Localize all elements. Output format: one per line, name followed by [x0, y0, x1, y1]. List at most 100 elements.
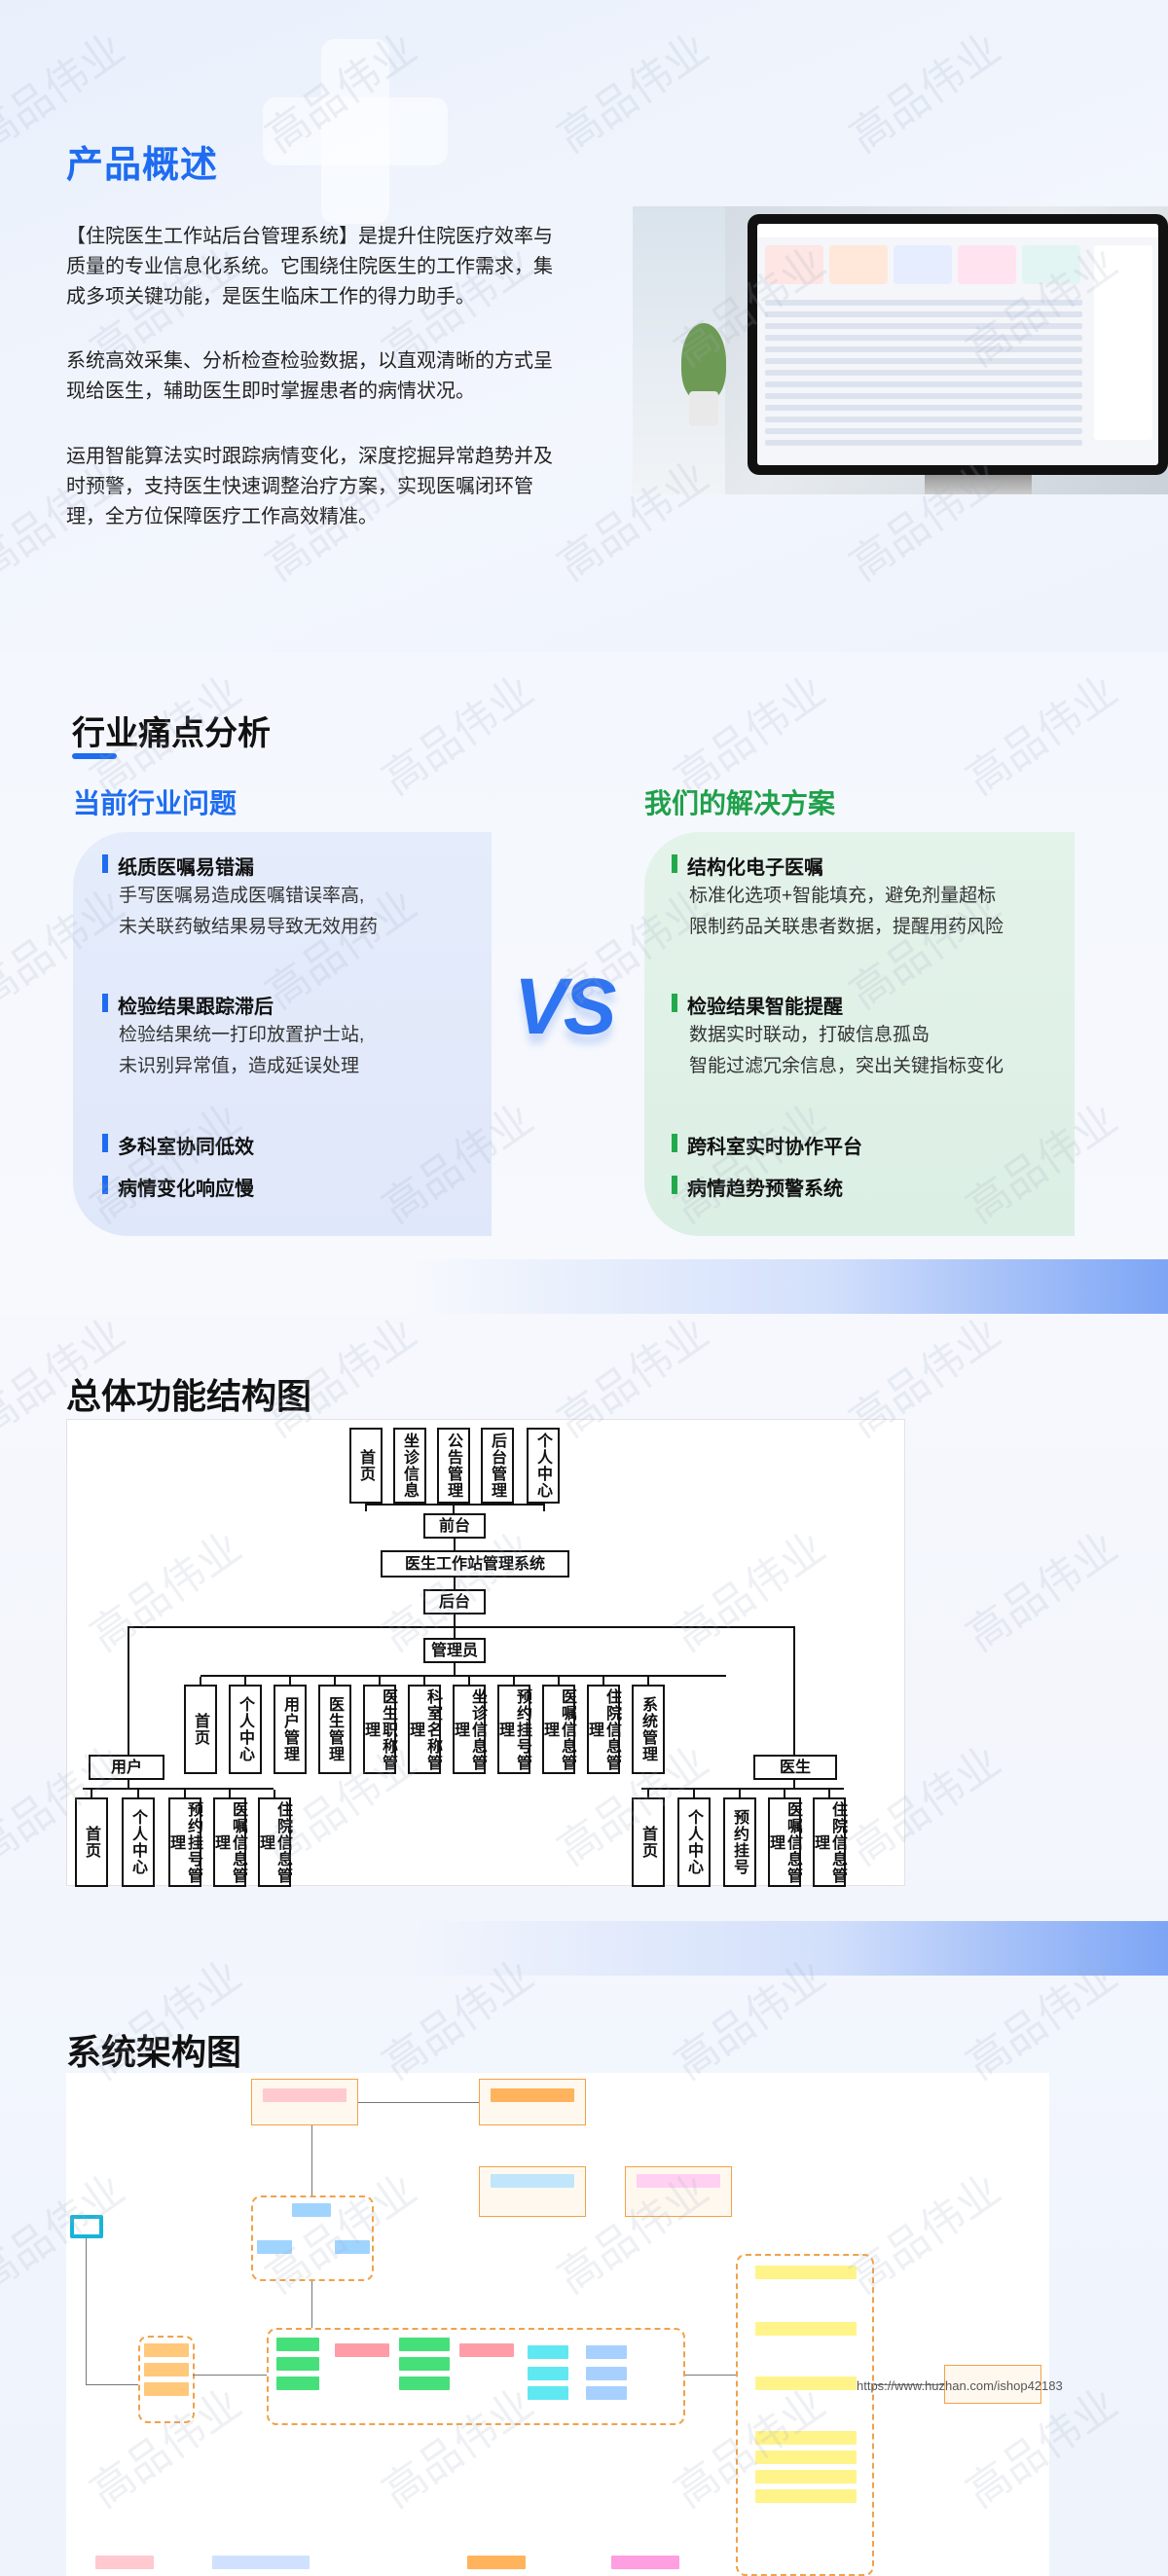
- problem-desc: 手写医嘱易造成医嘱错误率高, 未关联药敏结果易导致无效用药: [119, 886, 379, 937]
- node-user-item: 预约挂号管理: [167, 1797, 203, 1887]
- title-underline: [72, 753, 117, 759]
- arch-pill: [491, 2174, 574, 2188]
- overview-paragraph-1: 【住院医生工作站后台管理系统】是提升住院医疗效率与质量的专业信息化系统。它围绕住…: [66, 226, 553, 308]
- arch-pill: [755, 2489, 857, 2503]
- node-top-item: 公告管理: [437, 1428, 470, 1504]
- arch-pill: [459, 2343, 514, 2357]
- overview-paragraph-2: 系统高效采集、分析检查检验数据，以直观清晰的方式呈现给医生，辅助医生即时掌握患者…: [66, 350, 553, 402]
- node-admin-item: 医生管理: [318, 1685, 351, 1774]
- solution-desc: 数据实时联动，打破信息孤岛 智能过滤冗余信息，突出关键指标变化: [689, 1025, 1004, 1076]
- node-user: 用户: [89, 1755, 164, 1780]
- solution-title: 跨科室实时协作平台: [672, 1131, 862, 1159]
- node-admin-item: 首页: [184, 1685, 217, 1774]
- arch-pill: [144, 2363, 189, 2376]
- arch-pill: [335, 2240, 370, 2254]
- problem-title: 病情变化响应慢: [102, 1173, 254, 1201]
- arch-pill: [467, 2556, 526, 2569]
- arch-pill: [755, 2266, 857, 2279]
- decor-band: [409, 1921, 1168, 1976]
- node-doctor-item: 首页: [632, 1797, 665, 1887]
- solution-desc: 标准化选项+智能填充，避免剂量超标 限制药品关联患者数据，提醒用药风险: [689, 886, 1004, 937]
- arch-pill: [292, 2203, 331, 2217]
- structure-title: 总体功能结构图: [66, 1376, 312, 1416]
- arch-pill: [491, 2088, 574, 2102]
- arch-group: [736, 2254, 874, 2576]
- decor-cross: [263, 97, 448, 165]
- arch-node: [479, 2079, 586, 2125]
- arch-pill: [276, 2376, 319, 2390]
- url-overlay: https://www.huzhan.com/ishop42183: [857, 2378, 1063, 2393]
- node-top-item: 后台管理: [481, 1428, 514, 1504]
- node-admin-item: 科室名称管理: [407, 1685, 443, 1774]
- arch-pill: [755, 2322, 857, 2336]
- solutions-panel: 结构化电子医嘱 标准化选项+智能填充，避免剂量超标 限制药品关联患者数据，提醒用…: [644, 832, 1075, 1236]
- arch-pill: [528, 2367, 568, 2380]
- solution-title: 检验结果智能提醒: [672, 991, 843, 1019]
- node-admin-item: 用户管理: [274, 1685, 307, 1774]
- arch-pill: [257, 2240, 292, 2254]
- arch-group: [251, 2195, 374, 2281]
- arch-pill: [263, 2088, 347, 2102]
- node-doctor-item: 住院信息管理: [812, 1797, 848, 1887]
- node-doctor-item: 个人中心: [677, 1797, 711, 1887]
- arch-pill: [637, 2174, 720, 2188]
- problems-panel: 纸质医嘱易错漏 手写医嘱易造成医嘱错误率高, 未关联药敏结果易导致无效用药 检验…: [73, 832, 492, 1236]
- arch-pill: [528, 2386, 568, 2400]
- arch-pill: [276, 2338, 319, 2351]
- overview-section: 产品概述 【住院医生工作站后台管理系统】是提升住院医疗效率与质量的专业信息化系统…: [0, 0, 1168, 652]
- arch-group: [267, 2328, 685, 2425]
- arch-pill: [399, 2376, 450, 2390]
- function-structure-diagram: 首页 坐诊信息 公告管理 后台管理 个人中心 前台 医生工作站管理系统 后台 管…: [66, 1419, 905, 1887]
- arch-pill: [755, 2450, 857, 2464]
- overview-title: 产品概述: [66, 145, 219, 186]
- node-doctor: 医生: [753, 1755, 837, 1780]
- arch-pill: [399, 2338, 450, 2351]
- arch-pill: [528, 2345, 568, 2359]
- arch-pill: [399, 2357, 450, 2371]
- function-structure-section: 总体功能结构图 首页 坐诊信息 公告管理 后台管理 个人中心 前台 医生工作站管…: [0, 1314, 1168, 1976]
- arch-pill: [755, 2431, 857, 2445]
- monitor-icon: [70, 2215, 103, 2238]
- node-doctor-item: 医嘱信息管理: [767, 1797, 803, 1887]
- system-architecture-section: 系统架构图: [0, 1976, 1168, 2576]
- node-user-item: 个人中心: [122, 1797, 155, 1887]
- problem-desc: 检验结果统一打印放置护士站, 未识别异常值，造成延误处理: [119, 1025, 365, 1076]
- overview-paragraph-3: 运用智能算法实时跟踪病情变化，深度挖掘异常趋势并及时预警，支持医生快速调整治疗方…: [66, 446, 553, 527]
- node-top-item: 坐诊信息: [393, 1428, 426, 1504]
- node-admin-item: 预约挂号管理: [496, 1685, 532, 1774]
- arch-group: [138, 2336, 195, 2423]
- arch-pill: [95, 2556, 154, 2569]
- monitor-photo: [633, 206, 1168, 494]
- dashboard-preview: [757, 224, 1158, 465]
- pain-title: 行业痛点分析: [72, 715, 271, 752]
- node-system: 医生工作站管理系统: [381, 1550, 569, 1578]
- node-top-item: 个人中心: [527, 1428, 560, 1504]
- arch-pill: [276, 2357, 319, 2371]
- problem-title: 纸质医嘱易错漏: [102, 852, 254, 880]
- solution-title: 结构化电子医嘱: [672, 852, 823, 880]
- architecture-diagram: https://www.huzhan.com/ishop42183: [66, 2073, 1063, 2576]
- problem-title: 多科室协同低效: [102, 1131, 254, 1159]
- node-front: 前台: [423, 1513, 486, 1539]
- node-user-item: 住院信息管理: [257, 1797, 293, 1887]
- arch-pill: [586, 2345, 627, 2359]
- node-admin-item: 坐诊信息管理: [452, 1685, 488, 1774]
- node-doctor-item: 预约挂号: [723, 1797, 756, 1887]
- node-admin-item: 住院信息管理: [586, 1685, 622, 1774]
- node-admin-item: 个人中心: [229, 1685, 262, 1774]
- problem-title: 检验结果跟踪滞后: [102, 991, 274, 1019]
- arch-pill: [212, 2556, 310, 2569]
- arch-pill: [611, 2556, 679, 2569]
- arch-pill: [755, 2376, 857, 2390]
- arch-pill: [586, 2367, 627, 2380]
- architecture-title: 系统架构图: [66, 2032, 242, 2072]
- node-admin: 管理员: [423, 1638, 486, 1663]
- node-admin-item: 医生职称管理: [362, 1685, 398, 1774]
- decor-band: [409, 1259, 1168, 1314]
- node-user-item: 首页: [75, 1797, 108, 1887]
- node-admin-item: 医嘱信息管理: [541, 1685, 577, 1774]
- right-heading: 我们的解决方案: [644, 788, 836, 818]
- node-user-item: 医嘱信息管理: [212, 1797, 248, 1887]
- arch-node: [251, 2079, 358, 2125]
- arch-pill: [586, 2386, 627, 2400]
